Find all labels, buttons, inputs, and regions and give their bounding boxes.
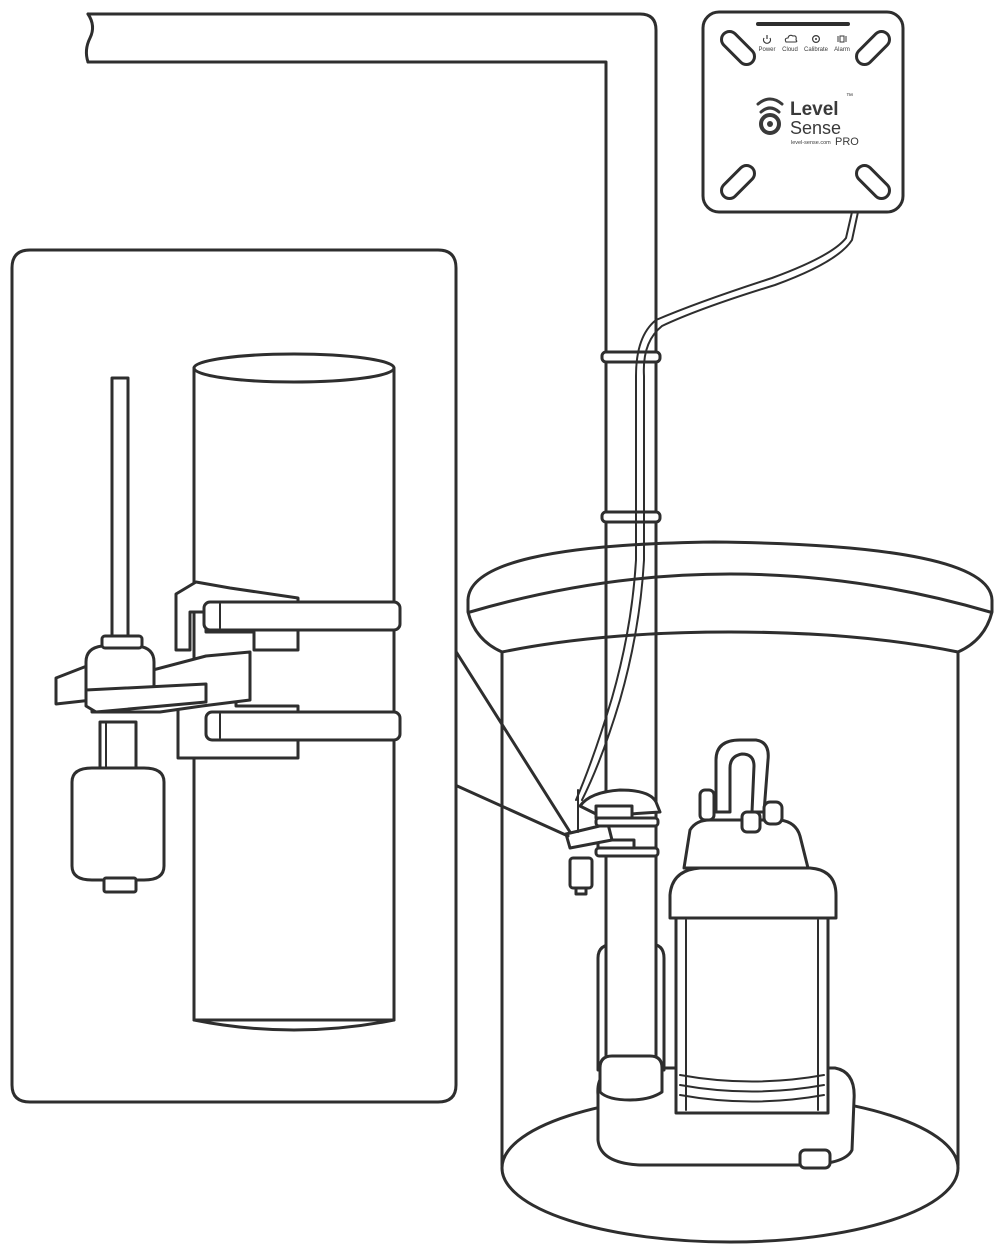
cloud-icon bbox=[784, 34, 798, 43]
indicator-label-calibrate: Calibrate bbox=[804, 47, 829, 53]
brand-line-2: Sense bbox=[790, 118, 841, 138]
level-sense-device: Power Cloud Calibrate Alarm Level ™ Sens… bbox=[701, 10, 905, 214]
float-switch-mounted bbox=[564, 788, 662, 896]
brand-line-1: Level bbox=[790, 99, 839, 120]
level-sense-logo-icon bbox=[756, 97, 784, 135]
detail-float-switch bbox=[54, 376, 402, 894]
discharge-pipe bbox=[84, 12, 662, 1062]
calibrate-icon bbox=[811, 34, 820, 43]
sensor-cable bbox=[575, 211, 859, 801]
brand-url: level-sense.com bbox=[791, 140, 831, 146]
brand-trademark: ™ bbox=[846, 93, 853, 100]
pipe-lower-section bbox=[598, 778, 664, 1102]
indicator-label-cloud: Cloud bbox=[782, 47, 798, 53]
power-icon bbox=[762, 35, 772, 44]
mounting-slots bbox=[720, 30, 891, 200]
indicator-label-alarm: Alarm bbox=[834, 47, 850, 53]
indicator-label-power: Power bbox=[758, 47, 775, 53]
alarm-icon bbox=[837, 35, 847, 43]
brand-product: PRO bbox=[835, 136, 859, 148]
